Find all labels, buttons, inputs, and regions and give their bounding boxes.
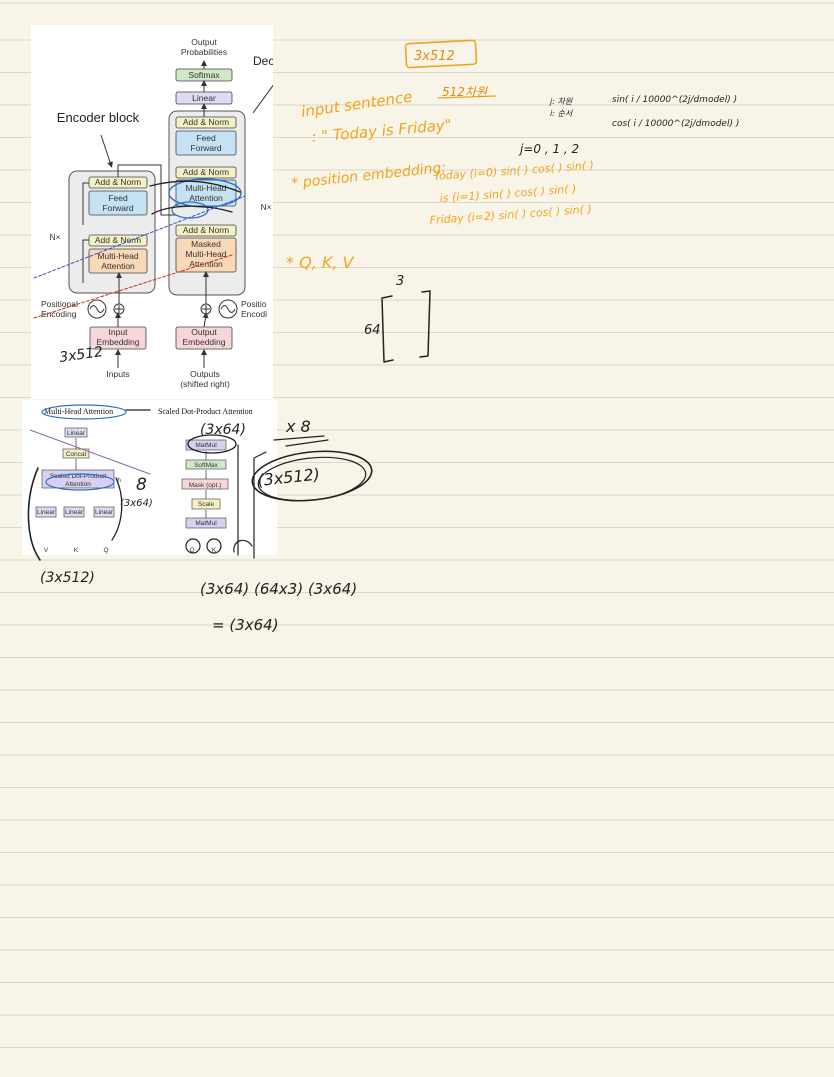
decoder-nx: N×	[260, 202, 271, 212]
note-sin-formula: sin( i / 10000^(2j/dmodel) )	[612, 95, 737, 105]
inputs-label: Inputs	[106, 369, 129, 379]
svg-text:Scale: Scale	[198, 501, 215, 508]
note-qkv: * Q, K, V	[286, 253, 355, 272]
svg-text:Attention: Attention	[65, 481, 91, 488]
decoder-label: Deco	[253, 54, 273, 68]
note-equation: (3x64) (64x3) (3x64)	[200, 580, 357, 598]
note-times8: x 8	[285, 417, 311, 436]
svg-text:Concat: Concat	[66, 451, 87, 458]
note-512: 512차원	[442, 85, 488, 99]
encoder-block-label: Encoder block	[57, 110, 140, 125]
note-cos-formula: cos( i / 10000^(2j/dmodel) )	[612, 119, 739, 129]
svg-text:Add & Norm: Add & Norm	[183, 225, 229, 235]
sdpa-title: Scaled Dot-Product Attention	[158, 407, 253, 416]
svg-text:Add & Norm: Add & Norm	[183, 117, 229, 127]
note-dim-3x512-right: (3x512)	[256, 465, 320, 490]
note-dim-3x512-bottom: (3x512)	[40, 570, 95, 586]
svg-text:Mask (opt.): Mask (opt.)	[189, 482, 222, 489]
linear-label: Linear	[192, 93, 216, 103]
note-row-today: Today (i=0) sin( ) cos( ) sin( )	[433, 159, 594, 183]
svg-text:Q: Q	[189, 547, 194, 554]
svg-text:MatMul: MatMul	[195, 442, 217, 449]
attention-figure: .h{font-size:8px;fill:#111;} .s{font-siz…	[22, 400, 277, 555]
svg-text:SoftMax: SoftMax	[194, 462, 219, 469]
svg-text:Add & Norm: Add & Norm	[95, 177, 141, 187]
note-dim-3x64: (3x64)	[200, 422, 246, 438]
svg-text:Linear: Linear	[95, 509, 114, 516]
transformer-figure: .t{font-size:8.5px;fill:#333;text-anchor…	[31, 25, 273, 399]
note-eight: 8	[136, 475, 147, 495]
note-row-friday: Friday (i=2) sin( ) cos( ) sin( )	[429, 203, 592, 227]
note-matrix-left: 64	[364, 323, 381, 338]
note-j-index: j=0 , 1 , 2	[518, 142, 579, 156]
note-sentence: : " Today is Friday"	[311, 116, 453, 146]
note-row-is: is (i=1) sin( ) cos( ) sin( )	[439, 182, 576, 205]
svg-text:Q: Q	[103, 547, 108, 554]
svg-text:Add & Norm: Add & Norm	[95, 235, 141, 245]
note-boxed-dim: 3x512	[414, 49, 455, 64]
note-input-sentence: input sentence	[300, 88, 413, 121]
svg-text:Linear: Linear	[37, 509, 56, 516]
svg-text:Linear: Linear	[65, 509, 84, 516]
svg-text:Scaled Dot-Product: Scaled Dot-Product	[50, 473, 107, 480]
svg-text:Linear: Linear	[67, 430, 86, 437]
note-result: = (3x64)	[212, 616, 279, 634]
mha-title: Multi-Head Attention	[44, 407, 113, 416]
note-position-embedding: * position embedding:	[291, 160, 447, 192]
note-dim-3x64-small: (3x64)	[120, 498, 153, 509]
svg-text:V: V	[44, 547, 49, 554]
note-matrix-top: 3	[396, 274, 404, 289]
svg-text:Add & Norm: Add & Norm	[183, 167, 229, 177]
outputs-label: Outputs(shifted right)	[180, 369, 230, 389]
svg-text:K: K	[212, 547, 217, 554]
note-embed-dim: 3x512	[58, 344, 104, 366]
softmax-label: Softmax	[188, 70, 220, 80]
encoder-nx: N×	[49, 232, 60, 242]
svg-text:K: K	[74, 547, 79, 554]
svg-text:MatMul: MatMul	[195, 520, 217, 527]
svg-text:h: h	[117, 477, 121, 484]
